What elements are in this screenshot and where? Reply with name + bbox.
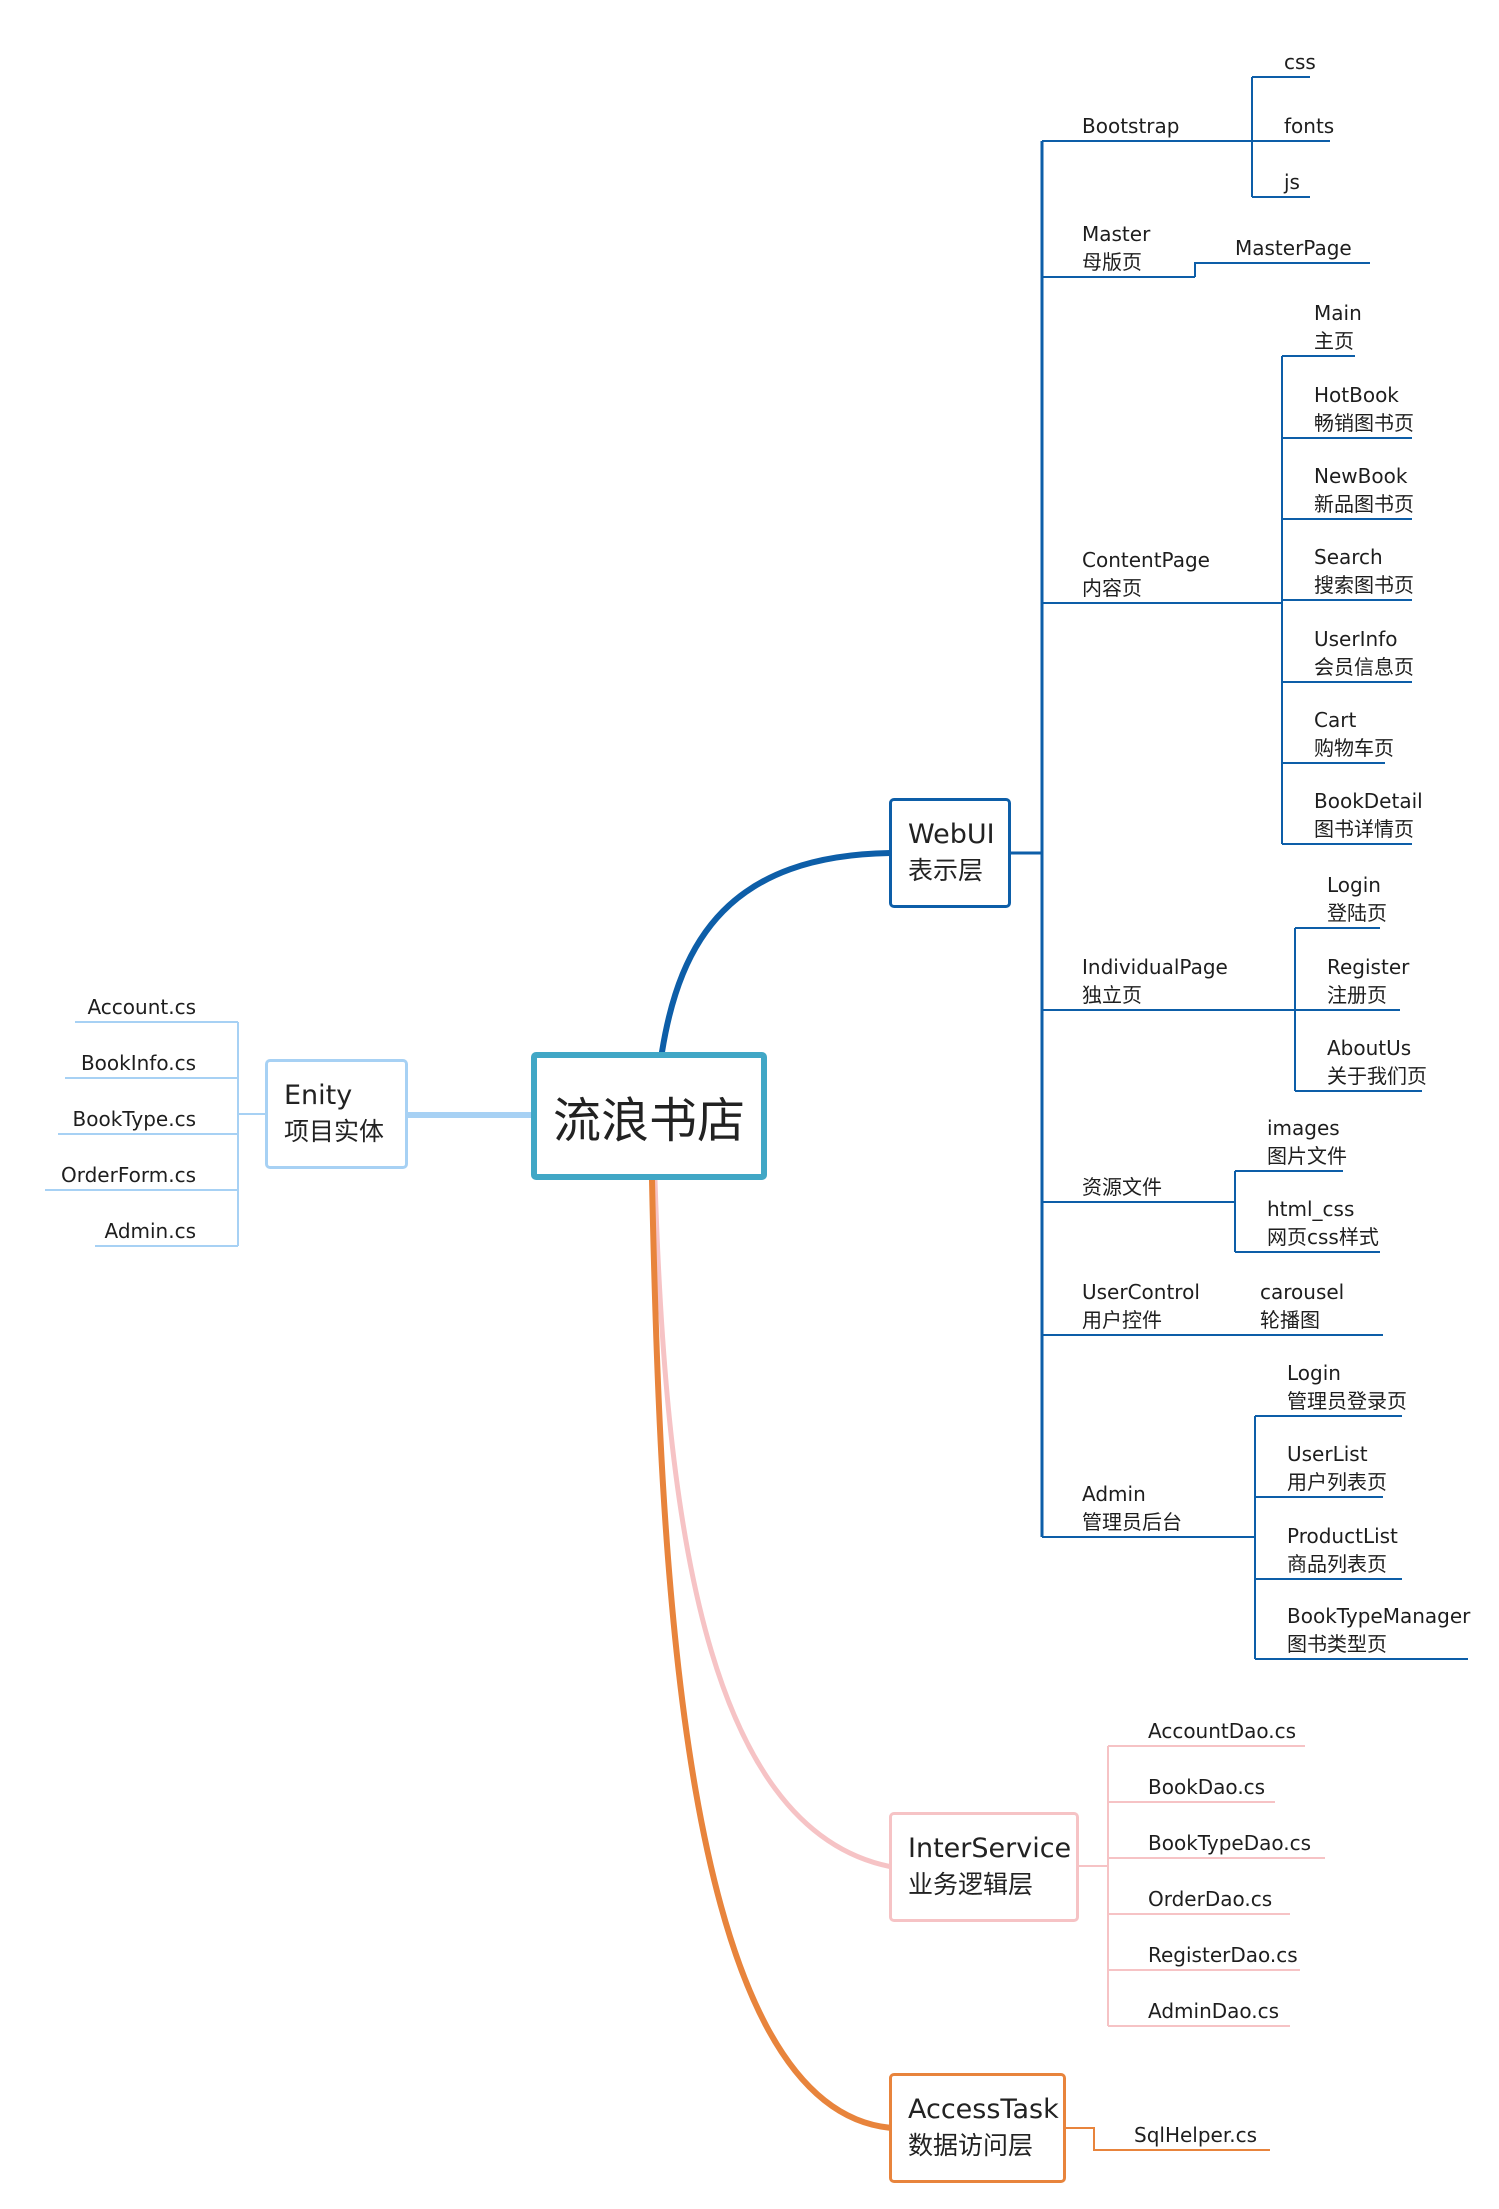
entity-child-4[interactable]: Admin.cs bbox=[104, 1219, 196, 1243]
webui-group-5-child-0-name[interactable]: carousel bbox=[1260, 1280, 1345, 1304]
webui-group-6-child-3-name[interactable]: BookTypeManager bbox=[1287, 1604, 1471, 1628]
webui-group-0-child-2-name[interactable]: js bbox=[1284, 170, 1300, 194]
webui-sub: 表示层 bbox=[908, 856, 984, 885]
webui-group-1-sub[interactable]: 母版页 bbox=[1082, 250, 1142, 274]
webui-group-2-child-4-sub[interactable]: 会员信息页 bbox=[1314, 655, 1414, 679]
accesstask-name: AccessTask bbox=[908, 2094, 1059, 2125]
webui-group-5-child-0-sub[interactable]: 轮播图 bbox=[1260, 1308, 1320, 1332]
webui-group-0-name[interactable]: Bootstrap bbox=[1082, 114, 1180, 138]
webui-group-2-child-5-sub[interactable]: 购物车页 bbox=[1314, 736, 1394, 760]
root-node[interactable]: 流浪书店 bbox=[531, 1052, 767, 1180]
webui-group-1-child-0-name[interactable]: MasterPage bbox=[1235, 236, 1352, 260]
webui-group-1-name[interactable]: Master bbox=[1082, 222, 1151, 246]
accesstask-child-0[interactable]: SqlHelper.cs bbox=[1134, 2123, 1258, 2147]
entity-node[interactable]: Enity 项目实体 bbox=[265, 1059, 408, 1169]
webui-group-2-child-5-name[interactable]: Cart bbox=[1314, 708, 1357, 732]
interservice-child-3[interactable]: OrderDao.cs bbox=[1148, 1887, 1273, 1911]
root-label: 流浪书店 bbox=[552, 1093, 745, 1149]
webui-group-3-sub[interactable]: 独立页 bbox=[1082, 983, 1142, 1007]
entity-child-1[interactable]: BookInfo.cs bbox=[80, 1051, 196, 1075]
accesstask-child-0-underline bbox=[1066, 2127, 1270, 2151]
webui-group-5-sub[interactable]: 用户控件 bbox=[1082, 1308, 1162, 1332]
interservice-child-2[interactable]: BookTypeDao.cs bbox=[1148, 1831, 1312, 1855]
webui-group-2-child-1-sub[interactable]: 畅销图书页 bbox=[1314, 411, 1414, 435]
entity-child-3[interactable]: OrderForm.cs bbox=[61, 1163, 196, 1187]
webui-group-2-name[interactable]: ContentPage bbox=[1082, 548, 1210, 572]
webui-group-3-child-1-sub[interactable]: 注册页 bbox=[1327, 983, 1387, 1007]
webui-group-6-child-2-sub[interactable]: 商品列表页 bbox=[1287, 1552, 1387, 1576]
webui-group-6-child-3-sub[interactable]: 图书类型页 bbox=[1287, 1632, 1387, 1656]
webui-group-2-child-4-name[interactable]: UserInfo bbox=[1314, 627, 1398, 651]
webui-group-2-child-1-name[interactable]: HotBook bbox=[1314, 383, 1399, 407]
webui-group-3-child-0-sub[interactable]: 登陆页 bbox=[1327, 901, 1387, 925]
entity-child-0[interactable]: Account.cs bbox=[87, 995, 196, 1019]
webui-group-4-name[interactable]: 资源文件 bbox=[1082, 1175, 1162, 1199]
webui-group-4-child-0-name[interactable]: images bbox=[1267, 1116, 1340, 1140]
webui-group-2-child-3-name[interactable]: Search bbox=[1314, 545, 1383, 569]
webui-group-6-child-2-name[interactable]: ProductList bbox=[1287, 1524, 1398, 1548]
webui-group-2-child-6-sub[interactable]: 图书详情页 bbox=[1314, 817, 1414, 841]
webui-group-3-child-1-name[interactable]: Register bbox=[1327, 955, 1410, 979]
entity-name: Enity bbox=[284, 1080, 353, 1111]
interservice-name: InterService bbox=[908, 1833, 1072, 1864]
entity-child-2[interactable]: BookType.cs bbox=[72, 1107, 197, 1131]
webui-group-3-name[interactable]: IndividualPage bbox=[1082, 955, 1228, 979]
accesstask-sub: 数据访问层 bbox=[908, 2131, 1034, 2160]
webui-group-4-child-1-sub[interactable]: 网页css样式 bbox=[1267, 1225, 1379, 1249]
interservice-sub: 业务逻辑层 bbox=[908, 1870, 1034, 1899]
interservice-child-0[interactable]: AccountDao.cs bbox=[1148, 1719, 1297, 1743]
webui-group-6-child-1-sub[interactable]: 用户列表页 bbox=[1287, 1470, 1387, 1494]
interservice-curve bbox=[652, 1177, 895, 1870]
accesstask-node[interactable]: AccessTask 数据访问层 bbox=[889, 2073, 1066, 2183]
interservice-node[interactable]: InterService 业务逻辑层 bbox=[889, 1812, 1079, 1922]
webui-name: WebUI bbox=[908, 819, 995, 850]
entity-sub: 项目实体 bbox=[284, 1117, 385, 1146]
accesstask-curve bbox=[649, 1177, 895, 2131]
webui-group-2-child-2-sub[interactable]: 新品图书页 bbox=[1314, 492, 1414, 516]
interservice-child-4[interactable]: RegisterDao.cs bbox=[1148, 1943, 1298, 1967]
webui-group-6-child-1-name[interactable]: UserList bbox=[1287, 1442, 1368, 1466]
interservice-child-5[interactable]: AdminDao.cs bbox=[1148, 1999, 1280, 2023]
webui-group-5-name[interactable]: UserControl bbox=[1082, 1280, 1200, 1304]
webui-group-2-child-0-sub[interactable]: 主页 bbox=[1314, 329, 1354, 353]
webui-group-0-child-0-name[interactable]: css bbox=[1284, 50, 1316, 74]
webui-node[interactable]: WebUI 表示层 bbox=[889, 798, 1011, 908]
webui-group-0-child-1-name[interactable]: fonts bbox=[1284, 114, 1335, 138]
webui-group-6-child-0-name[interactable]: Login bbox=[1287, 1361, 1341, 1385]
webui-group-4-child-1-name[interactable]: html_css bbox=[1267, 1197, 1355, 1221]
webui-group-6-sub[interactable]: 管理员后台 bbox=[1082, 1510, 1182, 1534]
webui-group-2-child-2-name[interactable]: NewBook bbox=[1314, 464, 1408, 488]
webui-group-6-name[interactable]: Admin bbox=[1082, 1482, 1146, 1506]
webui-group-2-child-3-sub[interactable]: 搜索图书页 bbox=[1314, 573, 1414, 597]
webui-group-6-child-0-sub[interactable]: 管理员登录页 bbox=[1287, 1389, 1407, 1413]
webui-group-4-child-0-sub[interactable]: 图片文件 bbox=[1267, 1144, 1347, 1168]
webui-group-2-child-0-name[interactable]: Main bbox=[1314, 301, 1362, 325]
webui-curve bbox=[659, 850, 895, 1055]
webui-group-3-child-0-name[interactable]: Login bbox=[1327, 873, 1381, 897]
webui-group-2-sub[interactable]: 内容页 bbox=[1082, 576, 1142, 600]
webui-group-3-child-2-name[interactable]: AboutUs bbox=[1327, 1036, 1412, 1060]
webui-group-2-child-6-name[interactable]: BookDetail bbox=[1314, 789, 1423, 813]
interservice-child-1[interactable]: BookDao.cs bbox=[1148, 1775, 1266, 1799]
webui-group-1-child-0-underline bbox=[1194, 262, 1370, 277]
webui-group-3-child-2-sub[interactable]: 关于我们页 bbox=[1327, 1064, 1427, 1088]
